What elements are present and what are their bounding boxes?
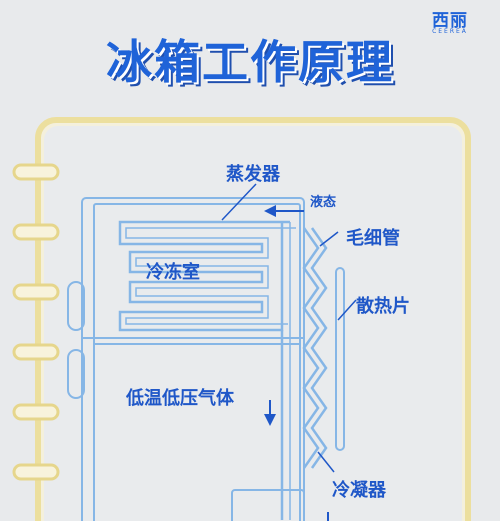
ring-3: [12, 283, 60, 301]
flow-arrows: [264, 205, 329, 521]
fridge-body: [67, 197, 305, 521]
label-evaporator: 蒸发器: [226, 164, 280, 185]
leader-evaporator: [221, 183, 257, 221]
condenser-zigzag-2: [310, 227, 328, 469]
compressor: [231, 489, 305, 521]
leader-lines: [221, 183, 357, 473]
fridge-outline: [81, 197, 305, 521]
ring-2: [12, 223, 60, 241]
arrow-liquid-head: [264, 205, 276, 217]
evaporator-coil-inner: [125, 227, 296, 325]
ring-5: [12, 403, 60, 421]
ring-6: [12, 463, 60, 481]
label-condenser: 冷凝器: [332, 480, 386, 501]
handle-top: [67, 281, 85, 331]
brand-logo-en: CEEREA: [432, 28, 468, 35]
arrow-down-head: [264, 414, 276, 426]
leader-heat-sink: [337, 299, 357, 321]
evaporator-coil: [118, 220, 290, 332]
brand-logo: 西丽: [432, 11, 468, 31]
label-low-temp-gas: 低温低压气体: [126, 388, 234, 409]
fridge-outline-inner: [93, 203, 301, 521]
binder-rings: [12, 163, 60, 481]
leader-capillary: [319, 231, 339, 247]
condenser-zigzag: [302, 227, 320, 469]
label-liquid-state: 液态: [310, 195, 337, 210]
heat-sink-fin: [335, 267, 345, 451]
page-title: 冰箱工作原理: [106, 35, 394, 89]
handle-bottom: [67, 349, 85, 399]
label-heat-sink: 散热片: [356, 296, 410, 317]
label-capillary-tube: 毛细管: [346, 228, 400, 249]
label-freezer: 冷冻室: [146, 262, 200, 283]
ring-1: [12, 163, 60, 181]
ring-4: [12, 343, 60, 361]
leader-condenser: [317, 451, 335, 473]
